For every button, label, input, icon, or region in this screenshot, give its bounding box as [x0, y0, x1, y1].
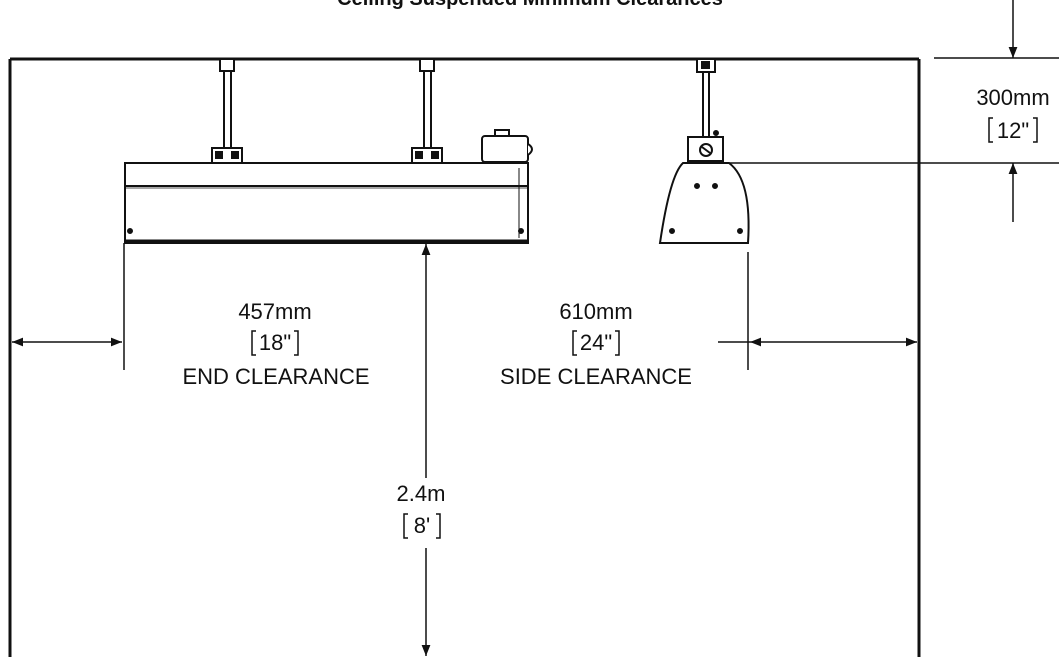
side-clearance-imperial: 24": [580, 330, 612, 355]
suspension-rod-side: [696, 58, 716, 137]
top-clearance-dimension: [723, 0, 1059, 222]
top-clearance-imperial: 12": [997, 118, 1029, 143]
end-clearance-brackets: [251, 330, 299, 356]
suspension-rod-middle: [419, 58, 435, 150]
suspension-rod-left: [219, 58, 235, 150]
junction-box: [481, 129, 533, 163]
top-clearance-metric: 300mm: [976, 85, 1049, 110]
end-clearance-metric: 457mm: [238, 299, 311, 324]
room-outline: [8, 57, 921, 657]
mounting-bracket-side: [687, 130, 724, 162]
top-clearance-brackets: [988, 117, 1038, 143]
mounting-bracket-left: [211, 147, 243, 164]
side-clearance-caption: SIDE CLEARANCE: [500, 364, 692, 389]
side-clearance-dimension: [718, 252, 917, 370]
heater-side-view: [658, 58, 750, 244]
side-clearance-metric: 610mm: [559, 299, 632, 324]
end-clearance-imperial: 18": [259, 330, 291, 355]
floor-clearance-imperial: 8': [414, 513, 430, 538]
end-clearance-dimension: [12, 243, 125, 370]
floor-clearance-metric: 2.4m: [397, 481, 446, 506]
heater-front-view: [124, 58, 533, 244]
mounting-bracket-middle: [411, 147, 443, 164]
heater-body: [124, 162, 529, 244]
floor-clearance-brackets: [403, 513, 441, 539]
side-clearance-brackets: [572, 330, 620, 356]
diagram-title: Ceiling Suspended Minimum Clearances: [337, 0, 723, 10]
end-clearance-caption: END CLEARANCE: [182, 364, 369, 389]
reflector-hood: [658, 161, 750, 244]
